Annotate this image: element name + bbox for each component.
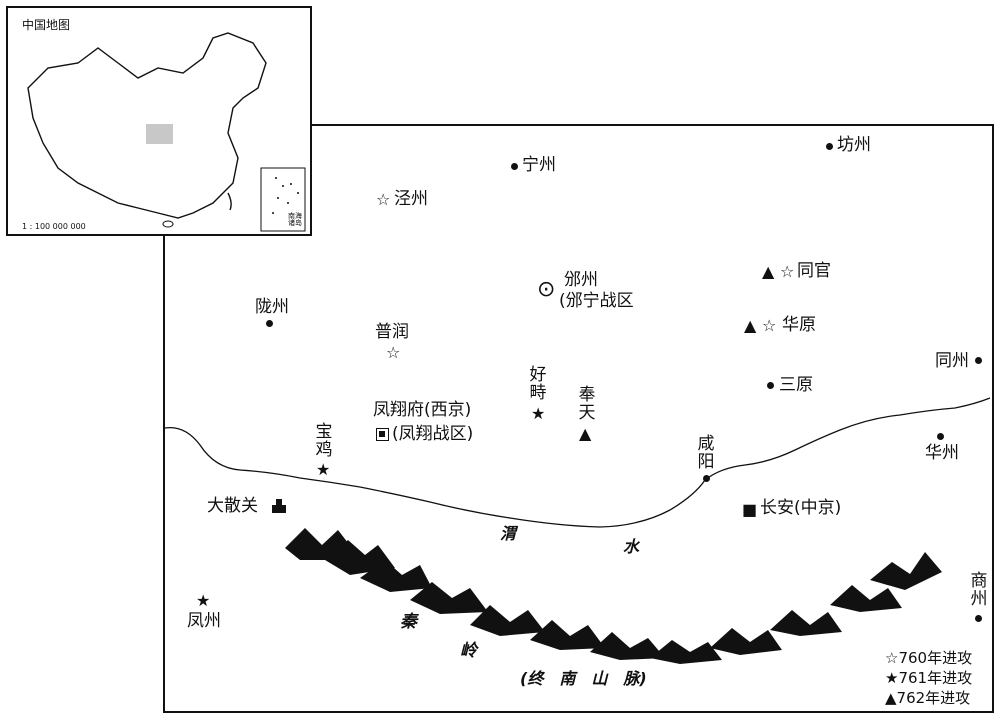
qinling-mountains: [285, 528, 942, 664]
star-filled-icon: ★: [531, 404, 546, 423]
marker-sanyuan: [767, 382, 774, 389]
label-baoji: 宝鸡: [315, 422, 333, 460]
marker-ningzhou: [511, 163, 518, 170]
river-label-shui: 水: [623, 537, 640, 556]
mountain-label-qin: 秦: [400, 612, 417, 632]
mountain-label-zhongnan: (终 南 山 脉): [520, 669, 647, 688]
star-outline-icon: ☆: [762, 316, 777, 335]
label-jingzhou: 泾州: [394, 189, 428, 209]
south-sea-label: 南海诸岛: [288, 212, 302, 227]
wei-river: [164, 397, 991, 528]
capital-square-icon: ■: [742, 500, 758, 519]
mountain-label-ling: 岭: [460, 641, 477, 661]
marker-longzhou: [266, 320, 273, 327]
river-label-wei: 渭: [500, 524, 517, 543]
label-shangzhou: 商州: [970, 571, 988, 609]
south-sea-box: [260, 167, 306, 232]
china-outline: [27, 32, 306, 232]
label-fengtian: 奉天: [578, 385, 596, 423]
marker-xianyang: [703, 475, 710, 482]
star-filled-icon: ★: [196, 591, 211, 610]
inset-map-china: 中国地图 南海诸岛 1 : 100 000 000: [6, 6, 312, 236]
label-fengzhou: 凤州: [187, 611, 221, 631]
label-tongzhou: 同州: [935, 351, 969, 371]
star-outline-icon: ☆: [386, 343, 401, 362]
marker-fangzhou: [826, 143, 833, 150]
legend-761: ★761年进攻: [885, 669, 973, 687]
label-binning-zone: (邠宁战区: [559, 291, 634, 311]
triangle-icon: ▲: [762, 262, 775, 281]
label-xianyang: 咸阳: [697, 434, 715, 472]
marker-huazhou: [937, 433, 944, 440]
star-outline-icon: ☆: [376, 190, 391, 209]
label-longzhou: 陇州: [255, 297, 289, 317]
label-huayuan: 华原: [782, 315, 816, 335]
label-changan: 长安(中京): [760, 498, 842, 518]
fengxiang-marker-icon: [376, 428, 389, 441]
star-outline-icon: ☆: [780, 262, 795, 281]
label-huazhou: 华州: [925, 443, 959, 463]
label-purun: 普润: [375, 322, 409, 342]
label-sanyuan: 三原: [779, 375, 813, 395]
label-fangzhou: 坊州: [837, 135, 871, 155]
triangle-icon: ▲: [744, 316, 757, 335]
label-binzhou: 邠州: [564, 270, 598, 290]
marker-shangzhou: [975, 615, 982, 622]
label-fengxiang: 凤翔府(西京): [373, 400, 472, 420]
zone-center-icon: ⊙: [537, 277, 556, 302]
pass-icon: [272, 499, 286, 513]
inset-scale: 1 : 100 000 000: [22, 222, 86, 231]
label-ningzhou: 宁州: [522, 155, 556, 175]
legend-762: ▲762年进攻: [885, 689, 971, 707]
label-haozhi: 好畤: [529, 365, 547, 403]
region-highlight: [146, 124, 173, 144]
label-tongguan: 同官: [797, 261, 831, 281]
legend-760: ☆760年进攻: [885, 649, 973, 667]
star-filled-icon: ★: [316, 460, 331, 479]
label-fengxiang-zone: (凤翔战区): [392, 424, 474, 444]
triangle-icon: ▲: [579, 424, 592, 443]
marker-tongzhou: [975, 357, 982, 364]
inset-title: 中国地图: [22, 18, 71, 32]
label-dasanguan: 大散关: [207, 496, 258, 516]
